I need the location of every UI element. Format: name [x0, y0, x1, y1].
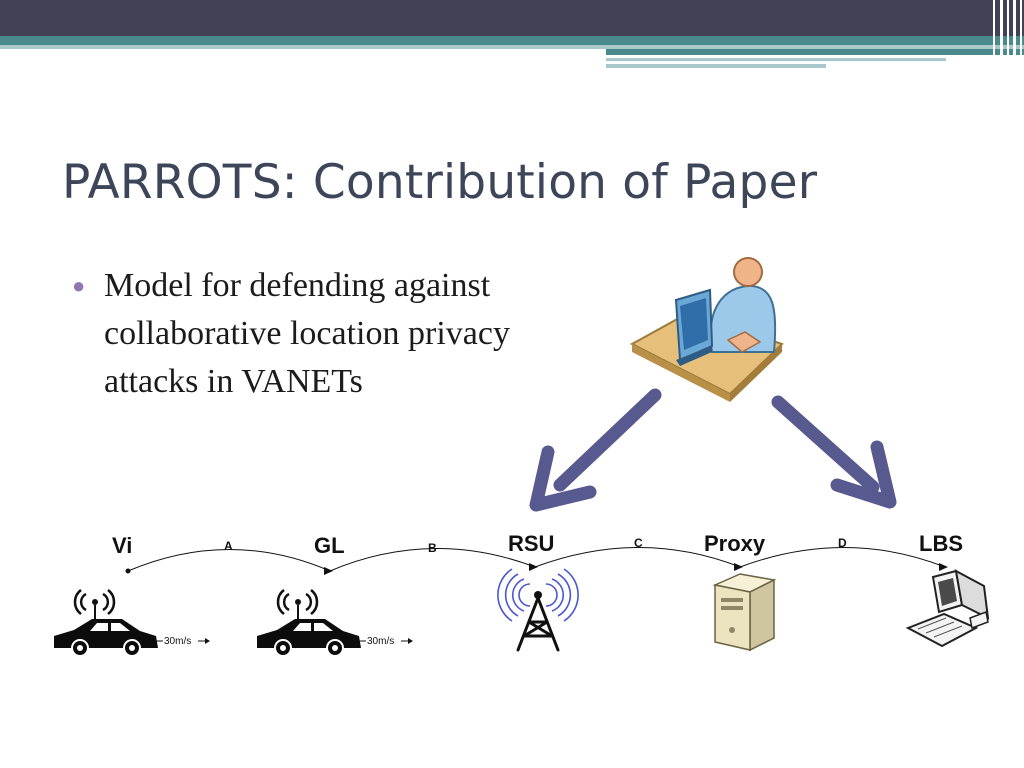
- down-left-arrow-icon: [529, 388, 662, 512]
- link-label-b: B: [428, 541, 437, 555]
- link-endpoints: [125, 563, 948, 575]
- car-icon: [54, 589, 158, 657]
- speed-label-vi: 30m/s: [164, 636, 191, 647]
- person-at-computer-icon: [629, 257, 784, 402]
- node-label-vi: Vi: [112, 533, 132, 558]
- node-label-rsu: RSU: [508, 531, 554, 556]
- bullet-list: ● Model for defending against collaborat…: [72, 262, 542, 406]
- header-decoration-bar: [0, 0, 1024, 70]
- speed-label-gl: 30m/s: [367, 636, 394, 647]
- bullet-text: Model for defending against collaborativ…: [104, 267, 510, 400]
- bullet-dot-icon: ●: [72, 273, 86, 298]
- bullet-item: ● Model for defending against collaborat…: [72, 262, 542, 406]
- node-label-lbs: LBS: [919, 531, 963, 556]
- down-right-arrow-icon: [771, 395, 897, 509]
- link-label-a: A: [224, 539, 233, 553]
- computer-icon: [905, 569, 990, 648]
- link-label-d: D: [838, 536, 847, 550]
- cell-tower-icon: [497, 568, 579, 652]
- node-label-gl: GL: [314, 533, 345, 558]
- link-label-c: C: [634, 536, 643, 550]
- car-icon: [257, 589, 361, 657]
- link-curves: [127, 547, 946, 572]
- node-label-proxy: Proxy: [704, 531, 766, 556]
- slide-title: PARROTS: Contribution of Paper: [62, 155, 818, 210]
- server-icon: [712, 573, 777, 652]
